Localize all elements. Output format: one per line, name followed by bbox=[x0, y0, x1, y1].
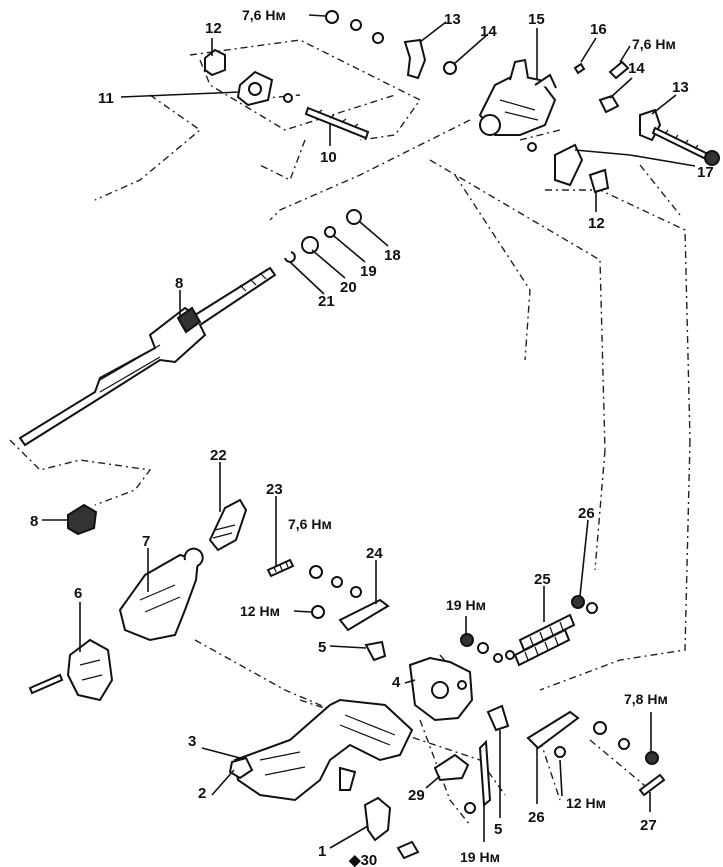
label-11: 11 bbox=[98, 90, 114, 107]
label-2: 2 bbox=[198, 785, 206, 802]
torque-right: 7,6 Нм bbox=[632, 36, 676, 52]
label-3: 3 bbox=[188, 733, 196, 750]
part-19-lower-bolt bbox=[478, 739, 492, 808]
label-7: 7 bbox=[142, 533, 150, 550]
part-12-top-bracket bbox=[204, 48, 226, 77]
label-8-bushing: 8 bbox=[30, 513, 38, 530]
label-25: 25 bbox=[534, 571, 551, 588]
part-6-bolt bbox=[28, 673, 64, 695]
bushings-18-21 bbox=[284, 209, 362, 263]
part-19-bolts bbox=[460, 633, 515, 663]
part-29-bracket bbox=[433, 753, 476, 814]
part-16-spring bbox=[573, 62, 586, 75]
label-27: 27 bbox=[640, 817, 657, 834]
label-30: ◆30 bbox=[348, 852, 377, 867]
part-3-column-bracket bbox=[233, 698, 414, 802]
part-1-clip bbox=[363, 796, 392, 842]
part-22-tube bbox=[208, 498, 248, 552]
label-8-shaft: 8 bbox=[175, 275, 183, 292]
torque-12nm-right: 12 Нм bbox=[566, 795, 606, 811]
part-4-lock-housing bbox=[408, 656, 474, 722]
top-washers bbox=[325, 10, 384, 44]
label-16: 16 bbox=[590, 21, 607, 38]
label-22: 22 bbox=[210, 447, 227, 464]
part-25-springs bbox=[513, 613, 576, 667]
label-14-right: 14 bbox=[628, 60, 645, 77]
assembly-guide-lines bbox=[9, 39, 691, 826]
torque-19nm-upper: 19 Нм bbox=[446, 597, 486, 613]
label-29: 29 bbox=[408, 787, 425, 804]
part-10-pin bbox=[304, 106, 370, 140]
part-12-right-bracket bbox=[588, 168, 610, 194]
part-30-screw bbox=[396, 840, 420, 860]
part-14-nut-top bbox=[443, 61, 457, 75]
part-16-screw-right bbox=[608, 60, 630, 80]
part-12-nut-lower bbox=[554, 746, 566, 758]
part-2-nut bbox=[228, 756, 254, 780]
leader-lines bbox=[42, 14, 696, 849]
part-13-top-bracket bbox=[403, 38, 427, 80]
label-6: 6 bbox=[74, 585, 82, 602]
part-6-bracket bbox=[66, 638, 114, 702]
label-20: 20 bbox=[340, 279, 357, 296]
label-13-right: 13 bbox=[672, 79, 689, 96]
label-10: 10 bbox=[320, 149, 337, 166]
label-5-upper: 5 bbox=[318, 639, 326, 656]
torque-mid: 7,6 Нм bbox=[288, 516, 332, 532]
part-14-nut-right bbox=[598, 94, 620, 114]
mid-washers bbox=[309, 565, 362, 619]
label-18: 18 bbox=[384, 247, 401, 264]
part-7-column-tube bbox=[118, 547, 204, 642]
label-24: 24 bbox=[366, 545, 383, 562]
part-26-caps bbox=[571, 595, 598, 614]
part-8-steering-shaft bbox=[18, 266, 277, 447]
label-4: 4 bbox=[392, 674, 401, 691]
label-15: 15 bbox=[528, 11, 545, 28]
part-5-bolt-upper bbox=[364, 640, 387, 662]
torque-12nm-left: 12 Нм bbox=[240, 603, 280, 619]
label-26-lower: 26 bbox=[528, 809, 545, 826]
torque-78nm: 7,8 Нм bbox=[624, 691, 668, 707]
part-8-bushing bbox=[67, 503, 98, 536]
part-17-bracket bbox=[527, 142, 584, 187]
label-13-top: 13 bbox=[444, 11, 461, 28]
label-26-upper: 26 bbox=[578, 505, 595, 522]
torque-top: 7,6 Нм bbox=[242, 7, 286, 23]
part-5-stud-lower bbox=[486, 704, 510, 732]
part-23-spring bbox=[266, 558, 295, 578]
label-5-lower: 5 bbox=[494, 821, 502, 838]
label-14-top: 14 bbox=[480, 23, 497, 40]
part-24-plate bbox=[338, 598, 390, 632]
part-15-lock-assembly bbox=[478, 58, 557, 136]
label-19: 19 bbox=[360, 263, 377, 280]
label-12-right: 12 bbox=[588, 215, 605, 232]
torque-19nm-lower: 19 Нм bbox=[460, 849, 500, 865]
torque-labels: 7,6 Нм 7,6 Нм 7,6 Нм 12 Нм 19 Нм 19 Нм 7… bbox=[240, 7, 676, 865]
label-23: 23 bbox=[266, 481, 283, 498]
long-bolt-right bbox=[651, 126, 720, 166]
label-21: 21 bbox=[318, 293, 335, 310]
part-11-lever bbox=[236, 70, 293, 107]
label-1: 1 bbox=[318, 843, 326, 860]
label-17: 17 bbox=[697, 164, 714, 181]
part-26-plate-lower bbox=[526, 710, 659, 765]
part-labels: 12 11 10 13 14 15 16 14 13 17 12 18 19 2… bbox=[30, 11, 714, 867]
part-27-pin bbox=[638, 773, 666, 797]
label-12-top: 12 bbox=[205, 20, 222, 37]
